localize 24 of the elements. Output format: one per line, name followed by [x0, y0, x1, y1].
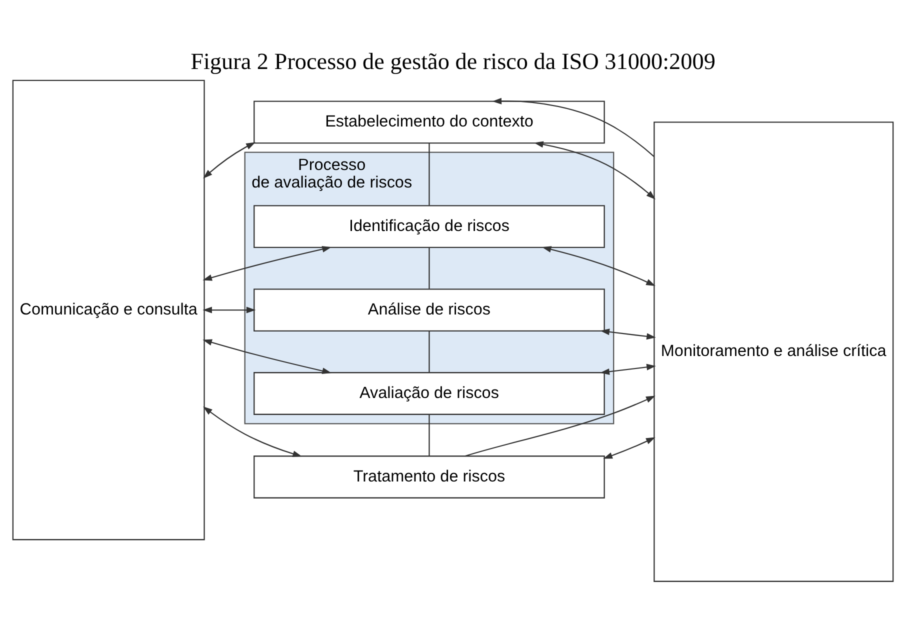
arrow [203, 406, 302, 457]
arrow [603, 437, 656, 459]
arrow [600, 364, 656, 375]
node-box: Identificação de riscos [254, 205, 605, 248]
node-box: Comunicação e consulta [12, 80, 205, 540]
node-box: Estabelecimento do contexto [254, 100, 605, 144]
diagram-title: Figura 2 Processo de gestão de risco da ISO 31000:2009 [190, 48, 716, 75]
connector [428, 330, 430, 372]
connector [428, 247, 430, 289]
arrow [600, 328, 656, 340]
arrow [465, 396, 656, 457]
connector [428, 414, 430, 456]
arrow [202, 306, 256, 314]
node-box: Tratamento de riscos [254, 456, 605, 498]
node-box: Análise de riscos [254, 288, 605, 332]
arrow [202, 246, 332, 281]
arrow [492, 98, 655, 158]
connector [428, 143, 430, 206]
arrow [203, 142, 256, 178]
arrow [534, 141, 656, 200]
arrow [202, 339, 332, 374]
arrow [542, 246, 656, 286]
node-box: Monitoramento e análise crítica [654, 122, 894, 582]
node-box: Avaliação de riscos [254, 372, 605, 415]
